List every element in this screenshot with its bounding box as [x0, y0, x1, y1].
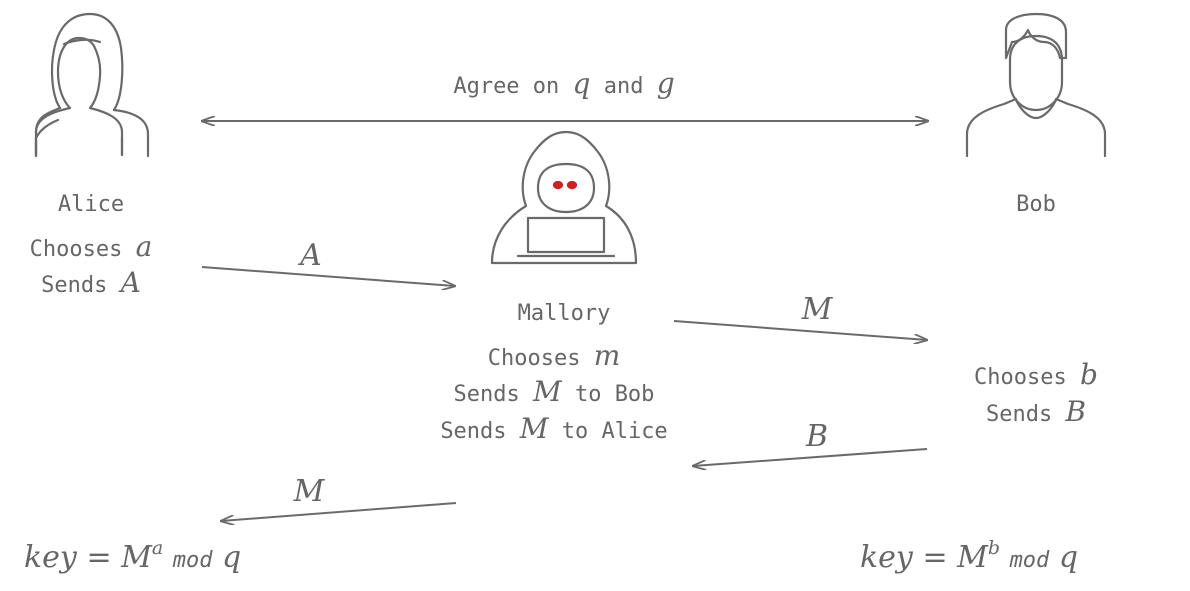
message-label-a: A — [297, 238, 322, 273]
alice-chooses: Chooses a — [30, 230, 153, 263]
mallory-chooses: Chooses m — [488, 339, 621, 372]
mallory-sends-alice: Sends M to Alice — [440, 412, 667, 445]
arrow-mallory-to-bob — [673, 320, 927, 340]
alice-sends: Sends A — [41, 266, 141, 299]
bob-chooses: Chooses b — [974, 358, 1098, 391]
agreement-label: Agree on q and g — [453, 67, 674, 100]
alice-name: Alice — [58, 192, 124, 217]
message-label-m-to-alice: M — [293, 474, 326, 509]
arrow-bob-to-mallory — [693, 448, 928, 466]
mallory-right-eye — [566, 180, 578, 190]
bob-key-formula: key = Mb mod q — [860, 527, 1078, 575]
message-label-m-to-bob: M — [801, 292, 834, 327]
message-label-b: B — [805, 419, 828, 454]
hooded-hacker-icon — [490, 130, 638, 265]
mallory-sends-bob: Sends M to Bob — [454, 375, 655, 408]
arrow-mallory-to-alice — [221, 502, 457, 521]
bob-name: Bob — [1016, 192, 1056, 217]
mallory-left-eye — [552, 180, 564, 190]
bob-sends: Sends B — [986, 395, 1086, 428]
arrow-alice-to-mallory — [201, 266, 455, 286]
mallory-name: Mallory — [518, 301, 611, 326]
woman-avatar-icon — [34, 12, 150, 158]
alice-key-formula: key = Ma mod q — [24, 527, 241, 575]
man-avatar-icon — [965, 12, 1107, 158]
